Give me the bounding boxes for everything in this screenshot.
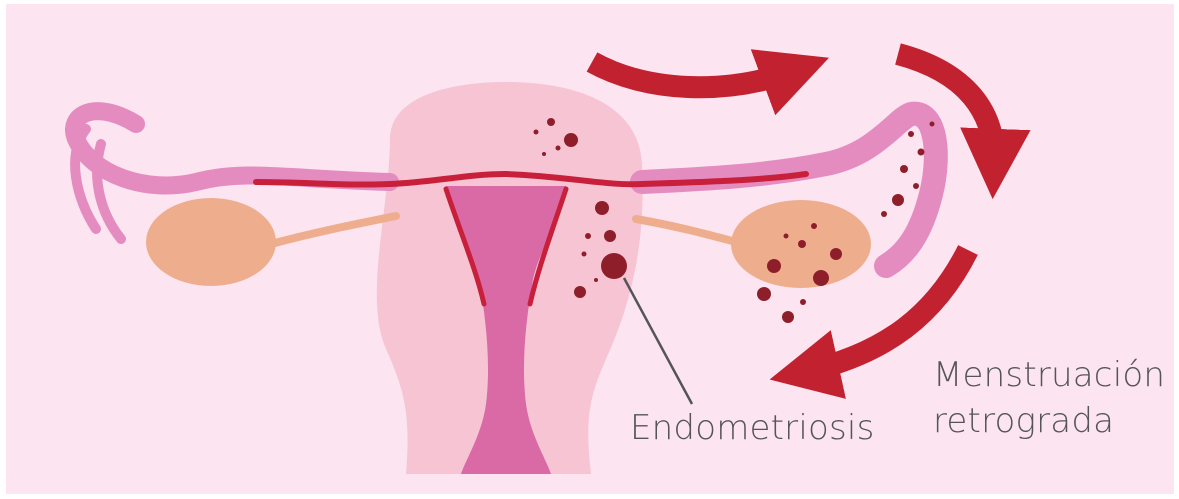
lesion-dot-icon [913,183,919,189]
retrograde-menstruation-label: Menstruación retrograda [933,352,1165,444]
retrograde-label-line-1: Menstruación [933,352,1165,398]
lesion-dot-icon [757,287,771,301]
lesion-dot-icon [918,149,925,156]
lesion-dot-icon [595,201,609,215]
retrograde-label-line-2: retrograda [933,398,1165,444]
lesion-dot-icon [782,311,794,323]
lesion-dot-icon [892,194,904,206]
lesion-dot-icon [900,165,908,173]
lesion-dot-icon [574,286,586,298]
lesion-dot-icon [881,211,887,217]
lesion-dot-icon [585,233,591,239]
lesion-dot-icon [534,130,539,135]
left-ovary [146,198,276,286]
lesion-dot-icon [582,252,587,257]
lesion-dot-icon [811,223,817,229]
lesion-dot-icon [798,240,806,248]
lesion-dot-icon [930,122,935,127]
lesion-dot-icon [547,118,555,126]
lesion-dot-icon [908,131,914,137]
lesion-dot-icon [601,253,627,279]
lesion-dot-icon [564,133,578,147]
lesion-dot-icon [813,270,829,286]
lesion-dot-icon [784,234,789,239]
lesion-dot-icon [800,299,806,305]
endometriosis-label: Endometriosis [630,408,875,448]
lesion-dot-icon [556,146,561,151]
lesion-dot-icon [767,259,781,273]
lesion-dot-icon [542,152,546,156]
lesion-dot-icon [594,278,598,282]
lesion-dot-icon [830,248,842,260]
lesion-dot-icon [604,230,616,242]
